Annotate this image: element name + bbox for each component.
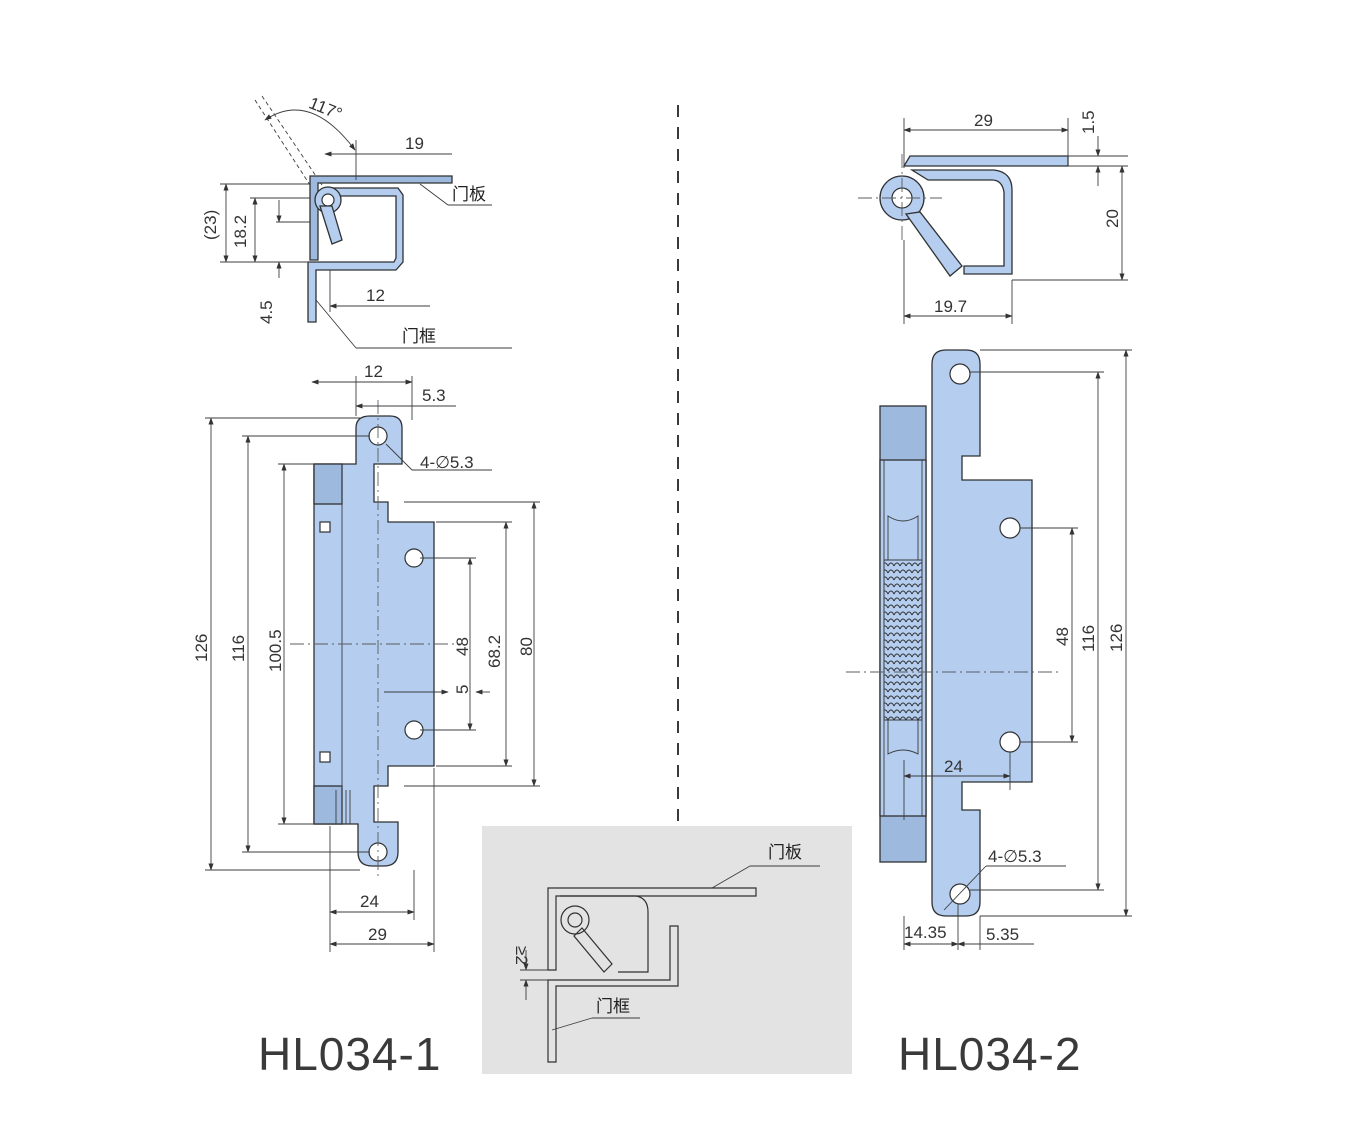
label-door-frame-top: 门框 xyxy=(402,327,436,347)
dim-4-5: 4.5 xyxy=(257,300,276,324)
dim-5-3: 5.3 xyxy=(422,386,446,405)
dim-80: 80 xyxy=(517,637,536,656)
dim-116-left: 116 xyxy=(229,635,248,662)
dim-20: 20 xyxy=(1103,209,1122,228)
angle-117: 117° xyxy=(306,93,345,123)
dim-48-left: 48 xyxy=(453,637,472,656)
right-front-view xyxy=(846,349,1132,950)
dim-12-top: 12 xyxy=(366,286,385,305)
model-name-left: HL034-1 xyxy=(258,1028,441,1080)
dim-gap: ≥2 xyxy=(512,946,531,965)
dim-29-left: 29 xyxy=(368,925,387,944)
dim-68-2: 68.2 xyxy=(485,635,504,668)
dim-23: (23) xyxy=(201,210,220,240)
dim-126-left: 126 xyxy=(192,634,211,662)
left-front-view xyxy=(205,376,540,952)
dim-5-35: 5.35 xyxy=(986,925,1019,944)
label-holes-right: 4-∅5.3 xyxy=(988,847,1042,866)
label-holes-left: 4-∅5.3 xyxy=(420,453,474,472)
dim-12-front: 12 xyxy=(364,362,383,381)
dim-29-right-top: 29 xyxy=(974,111,993,130)
dim-19-7: 19.7 xyxy=(934,297,967,316)
model-name-right: HL034-2 xyxy=(898,1028,1081,1080)
dim-48-right: 48 xyxy=(1053,627,1072,646)
dim-14-35: 14.35 xyxy=(904,923,947,942)
label-door-panel-inset: 门板 xyxy=(768,843,802,863)
label-door-frame-inset: 门框 xyxy=(596,997,630,1017)
installation-inset xyxy=(482,826,852,1074)
dim-126-right: 126 xyxy=(1107,624,1126,652)
label-door-panel-top: 门板 xyxy=(452,185,486,205)
dim-24-right: 24 xyxy=(944,757,963,776)
dim-116-right: 116 xyxy=(1079,625,1098,652)
dim-100-5: 100.5 xyxy=(266,629,285,672)
right-side-view xyxy=(858,118,1128,324)
dim-1-5: 1.5 xyxy=(1079,110,1098,134)
dim-24-left: 24 xyxy=(360,892,379,911)
left-side-view xyxy=(220,95,512,349)
dim-18-2: 18.2 xyxy=(231,215,250,248)
dim-5: 5 xyxy=(453,685,472,694)
dim-19: 19 xyxy=(405,134,424,153)
